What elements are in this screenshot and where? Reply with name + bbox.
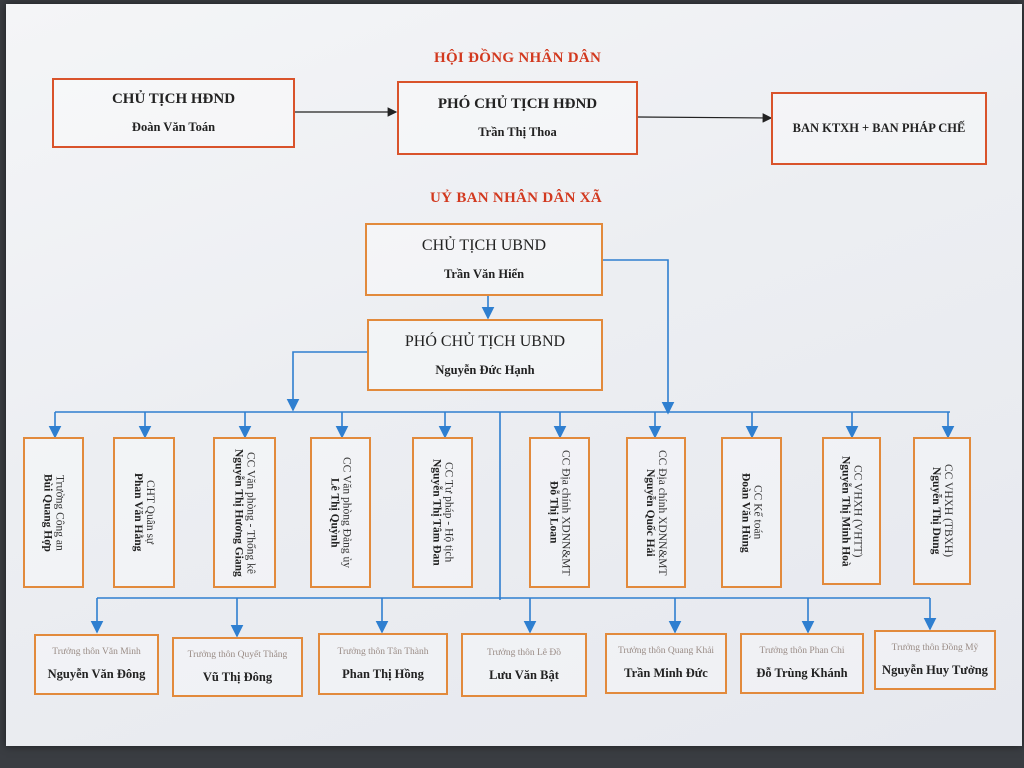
staff-name: Lê Thị Quỳnh [328,477,341,548]
staff-role: CC Kế toán [751,485,764,540]
village-role: Trưởng thôn Đồng Mỹ [891,642,979,653]
ubnd-vice-chairman-name: Nguyễn Đức Hạnh [435,362,535,377]
ubnd-connectors [48,259,955,638]
village-role: Trưởng thôn Lê Đồ [487,647,561,658]
org-chart-sheet [6,4,1022,746]
ubnd-vice-chairman-role: PHÓ CHỦ TỊCH UBND [404,332,566,350]
staff-name: Phan Văn Hằng [132,473,144,552]
hdnd-committees-label: BAN KTXH + BAN PHÁP CHẾ [792,121,966,135]
village-head-name: Vũ Thị Đông [202,669,273,684]
village-role: Trưởng thôn Phan Chi [759,646,845,656]
village-head-box: Trưởng thôn Tân Thành Phan Thị Hồng [318,633,448,695]
staff-name: Đoàn Văn Hùng [739,472,752,553]
village-head-name: Đỗ Trùng Khánh [756,666,848,680]
hdnd-vice-chairman-box: PHÓ CHỦ TỊCH HĐND Trần Thị Thoa [397,81,638,155]
staff-role: Trưởng Công an [53,474,66,551]
village-head-name: Phan Thị Hồng [342,666,424,681]
staff-role: CC Địa chính XDNN&MT [656,449,668,576]
ubnd-vice-chairman-box: PHÓ CHỦ TỊCH UBND Nguyễn Đức Hạnh [367,319,603,391]
hdnd-connectors [295,107,773,123]
staff-role: CC Văn phòng Đảng ủy [340,457,353,568]
staff-box: CC VHXH (VHTT)Nguyễn Thị Minh Hoà [822,437,881,585]
village-head-box: Trưởng thôn Văn Minh Nguyễn Văn Đông [34,634,159,695]
village-head-box: Trưởng thôn Quyết Thắng Vũ Thị Đông [172,637,303,697]
village-head-box: Trưởng thôn Quang Khải Trần Minh Đức [605,633,727,694]
village-role: Trưởng thôn Tân Thành [337,646,429,657]
village-head-name: Lưu Văn Bật [489,667,559,682]
staff-name: Nguyễn Thị Minh Hoà [839,455,852,567]
staff-role: CC Địa chính XDNN&MT [559,449,572,576]
hdnd-vice-chairman-role: PHÓ CHỦ TỊCH HĐND [437,96,598,112]
staff-name: Nguyễn Thị Hương Giang [232,448,245,577]
staff-name: Nguyễn Thị Tâm Đan [430,459,443,566]
hdnd-title: HỘI ĐỒNG NHÂN DÂN [434,50,602,66]
hdnd-committees-box: BAN KTXH + BAN PHÁP CHẾ [771,92,987,165]
staff-role: CHT Quân sự [144,480,156,545]
ubnd-chairman-role: CHỦ TỊCH UBND [421,237,547,254]
staff-role: CC Văn phòng - Thống kê [244,451,257,574]
staff-role: CC VHXH (VHTT) [851,464,864,558]
ubnd-chairman-box: CHỦ TỊCH UBND Trần Văn Hiển [365,223,603,296]
hdnd-vice-chairman-name: Trần Thị Thoa [478,125,557,139]
staff-name: Bùi Quang Hợp [41,473,54,552]
village-head-box: Trưởng thôn Lê Đồ Lưu Văn Bật [461,633,587,697]
hdnd-chairman-name: Đoàn Văn Toán [131,120,216,134]
village-role: Trưởng thôn Văn Minh [52,647,141,657]
village-role: Trưởng thôn Quang Khải [617,646,715,656]
staff-name: Nguyễn Thị Dung [930,467,942,555]
staff-role: CC VHXH (TBXH) [942,464,954,558]
staff-role: CC Tư pháp - Hộ tịch [442,462,455,563]
staff-name: Nguyễn Quốc Hải [644,468,656,557]
village-role: Trưởng thôn Quyết Thắng [187,649,288,660]
ubnd-chairman-name: Trần Văn Hiển [443,267,525,281]
village-head-name: Nguyễn Văn Đông [47,667,146,681]
village-head-name: Trần Minh Đức [624,666,708,680]
hdnd-chairman-role: CHỦ TỊCH HĐND [111,91,236,107]
village-head-box: Trưởng thôn Phan Chi Đỗ Trùng Khánh [740,633,864,694]
ubnd-title: UỶ BAN NHÂN DÂN XÃ [430,190,603,206]
village-head-box: Trưởng thôn Đồng Mỹ Nguyễn Huy Tưởng [874,630,996,690]
hdnd-chairman-box: CHỦ TỊCH HĐND Đoàn Văn Toán [52,78,295,148]
village-head-name: Nguyễn Huy Tưởng [882,662,988,677]
staff-box: CC VHXH (TBXH)Nguyễn Thị Dung [913,437,971,585]
staff-name: Đỗ Thị Loan [547,481,560,544]
